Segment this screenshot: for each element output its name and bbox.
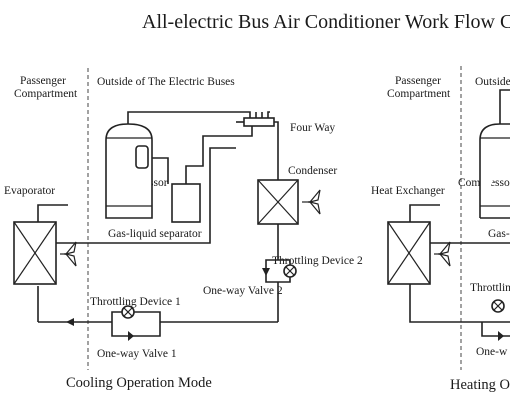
heating-gas-separator-label: Gas- (488, 228, 510, 240)
four-way-label: Four Way (290, 122, 335, 134)
heating-passenger-label-1: Passenger (395, 75, 441, 87)
outside-buses-label: Outside of The Electric Buses (97, 76, 235, 88)
heating-outside-label: Outside (475, 76, 510, 88)
heating-mode-diagram: Passenger Compartment Outside Heat Excha… (371, 66, 510, 393)
condenser-label: Condenser (288, 165, 337, 177)
evaporator-symbol (13, 147, 236, 285)
gas-liquid-separator-symbol (171, 135, 236, 223)
heat-exchanger-symbol (387, 204, 510, 323)
condenser-fan-icon (302, 189, 321, 215)
heating-passenger-label-2: Compartment (387, 88, 451, 100)
heating-throttling-symbol (481, 299, 510, 341)
gas-liquid-separator-label: Gas-liquid separator (108, 228, 202, 240)
evaporator-label: Evaporator (4, 185, 55, 197)
heating-one-way-icon (498, 331, 504, 341)
one-way-valve-2-label: One-way Valve 2 (203, 285, 283, 297)
heating-throttling-label: Throttlin (470, 282, 510, 294)
evaporator-fan-icon (60, 241, 77, 267)
diagram-title: All-electric Bus Air Conditioner Work Fl… (142, 11, 510, 33)
passenger-compartment-label-1: Passenger (20, 75, 66, 87)
throttling-device-2-symbol (262, 259, 297, 322)
four-way-valve-symbol (236, 111, 279, 180)
heating-mode-caption: Heating O (450, 377, 510, 393)
throttling-device-2-label: Throttling Device 2 (272, 255, 363, 267)
flow-arrow-icon (66, 318, 74, 326)
heat-exchanger-label: Heat Exchanger (371, 185, 445, 197)
throttling-device-1-label: Throttling Device 1 (90, 296, 181, 308)
heat-exchanger-fan-icon (434, 241, 451, 267)
one-way-valve-2-icon (262, 268, 270, 276)
one-way-valve-1-icon (128, 331, 134, 341)
throttling-device-1-symbol (37, 286, 278, 341)
one-way-valve-1-label: One-way Valve 1 (97, 348, 177, 360)
compressor-symbol (105, 111, 236, 219)
heating-one-way-label: One-w (476, 346, 508, 358)
cooling-mode-diagram: Passenger Compartment Outside of The Ele… (4, 68, 363, 391)
condenser-symbol (257, 179, 321, 260)
cooling-mode-caption: Cooling Operation Mode (66, 375, 212, 391)
passenger-compartment-label-2: Compartment (14, 88, 78, 100)
